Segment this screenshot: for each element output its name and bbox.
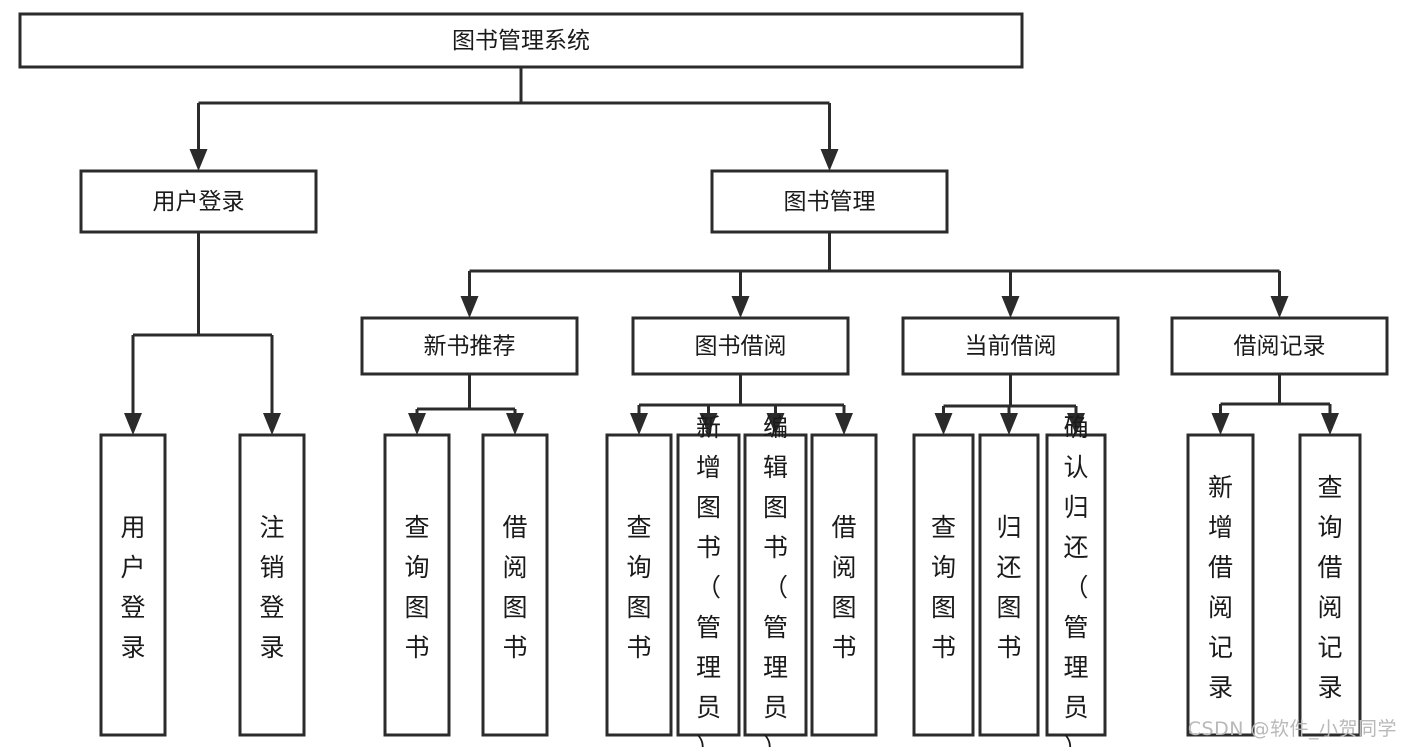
node-label: 当前借阅 (965, 334, 1057, 360)
edge-group-root (189, 67, 839, 171)
node-layer: 图书管理系统用户登录图书管理新书推荐图书借阅当前借阅借阅记录用户登录注销登录查询… (18, 12, 1389, 747)
arrow-head-icon (1321, 413, 1339, 435)
arrow-head-icon (460, 296, 479, 318)
arrow-head-icon (1001, 296, 1020, 318)
node-label: 借阅图书 (502, 513, 527, 662)
node-box[interactable] (912, 433, 975, 737)
edge-group-l2_new (408, 374, 524, 435)
node-l1_book[interactable]: 图书管理 (710, 169, 949, 234)
node-l3_a2[interactable]: 注销登录 (238, 433, 306, 737)
node-box[interactable] (383, 433, 451, 737)
node-box[interactable] (360, 316, 579, 376)
node-box[interactable] (18, 12, 1024, 69)
node-box[interactable] (631, 316, 850, 376)
node-label: 新增借阅记录 (1208, 473, 1233, 702)
node-label: 归还图书 (996, 513, 1021, 662)
edge-group-l1_book (460, 232, 1289, 318)
arrow-head-icon (1067, 413, 1085, 435)
node-l3_c2[interactable]: 新增图书（管理员） (676, 413, 741, 747)
node-l3_e1[interactable]: 新增借阅记录 (1186, 433, 1255, 737)
node-box[interactable] (710, 169, 949, 234)
node-l3_b2[interactable]: 借阅图书 (481, 433, 549, 737)
node-label: 用户登录 (120, 513, 145, 662)
arrow-head-icon (124, 413, 142, 435)
edge-group-l2_cur (934, 374, 1085, 435)
node-label: 图书管理 (784, 189, 876, 215)
node-box[interactable] (743, 433, 808, 737)
node-l3_c3[interactable]: 编辑图书（管理员） (743, 413, 808, 747)
node-label: 用户登录 (153, 189, 245, 215)
node-label: 编辑图书（管理员） (763, 413, 788, 747)
node-label: 注销登录 (259, 513, 284, 662)
node-box[interactable] (810, 433, 878, 737)
node-box[interactable] (1045, 433, 1107, 737)
node-label: 查询图书 (931, 513, 956, 662)
node-label: 图书借阅 (695, 334, 787, 360)
node-box[interactable] (605, 433, 673, 737)
node-box[interactable] (676, 433, 741, 737)
node-label: 借阅图书 (831, 513, 856, 662)
node-box[interactable] (79, 169, 318, 234)
node-l3_d2[interactable]: 归还图书 (978, 433, 1040, 737)
arrow-head-icon (408, 413, 426, 435)
node-box[interactable] (1186, 433, 1255, 737)
node-box[interactable] (1298, 433, 1362, 737)
node-l3_d3[interactable]: 确认归还（管理员） (1045, 413, 1107, 747)
node-box[interactable] (99, 433, 167, 737)
arrow-head-icon (506, 413, 524, 435)
node-label: 新书推荐 (424, 334, 516, 360)
node-l2_borrow[interactable]: 图书借阅 (631, 316, 850, 376)
arrow-head-icon (766, 413, 785, 435)
node-label: 查询图书 (626, 513, 651, 662)
node-box[interactable] (1170, 316, 1389, 376)
arrow-head-icon (1211, 413, 1230, 435)
node-l2_rec[interactable]: 借阅记录 (1170, 316, 1389, 376)
node-box[interactable] (978, 433, 1040, 737)
node-box[interactable] (481, 433, 549, 737)
arrow-head-icon (1270, 296, 1289, 318)
node-l2_new[interactable]: 新书推荐 (360, 316, 579, 376)
node-l3_c4[interactable]: 借阅图书 (810, 433, 878, 737)
node-label: 图书管理系统 (452, 28, 590, 54)
node-root[interactable]: 图书管理系统 (18, 12, 1024, 69)
node-label: 确认归还（管理员） (1063, 413, 1088, 747)
arrow-head-icon (699, 413, 718, 435)
node-box[interactable] (901, 316, 1120, 376)
node-l3_d1[interactable]: 查询图书 (912, 433, 975, 737)
node-box[interactable] (238, 433, 306, 737)
node-l1_user[interactable]: 用户登录 (79, 169, 318, 234)
node-label: 借阅记录 (1234, 334, 1326, 360)
arrow-head-icon (731, 296, 750, 318)
arrow-head-icon (189, 149, 208, 171)
node-l3_b1[interactable]: 查询图书 (383, 433, 451, 737)
edge-group-l1_user (124, 232, 281, 435)
node-l3_e2[interactable]: 查询借阅记录 (1298, 433, 1362, 737)
edge-group-l2_borrow (630, 374, 853, 435)
node-label: 查询借阅记录 (1317, 473, 1342, 702)
arrow-head-icon (263, 413, 281, 435)
node-l2_cur[interactable]: 当前借阅 (901, 316, 1120, 376)
arrow-head-icon (934, 413, 953, 435)
arrow-head-icon (820, 149, 839, 171)
arrow-head-icon (630, 413, 648, 435)
node-label: 新增图书（管理员） (696, 413, 721, 747)
arrow-head-icon (1000, 413, 1018, 435)
node-label: 查询图书 (404, 513, 429, 662)
edge-group-l2_rec (1211, 374, 1339, 435)
edge-layer (124, 67, 1339, 435)
arrow-head-icon (835, 413, 853, 435)
node-l3_c1[interactable]: 查询图书 (605, 433, 673, 737)
node-l3_a1[interactable]: 用户登录 (99, 433, 167, 737)
